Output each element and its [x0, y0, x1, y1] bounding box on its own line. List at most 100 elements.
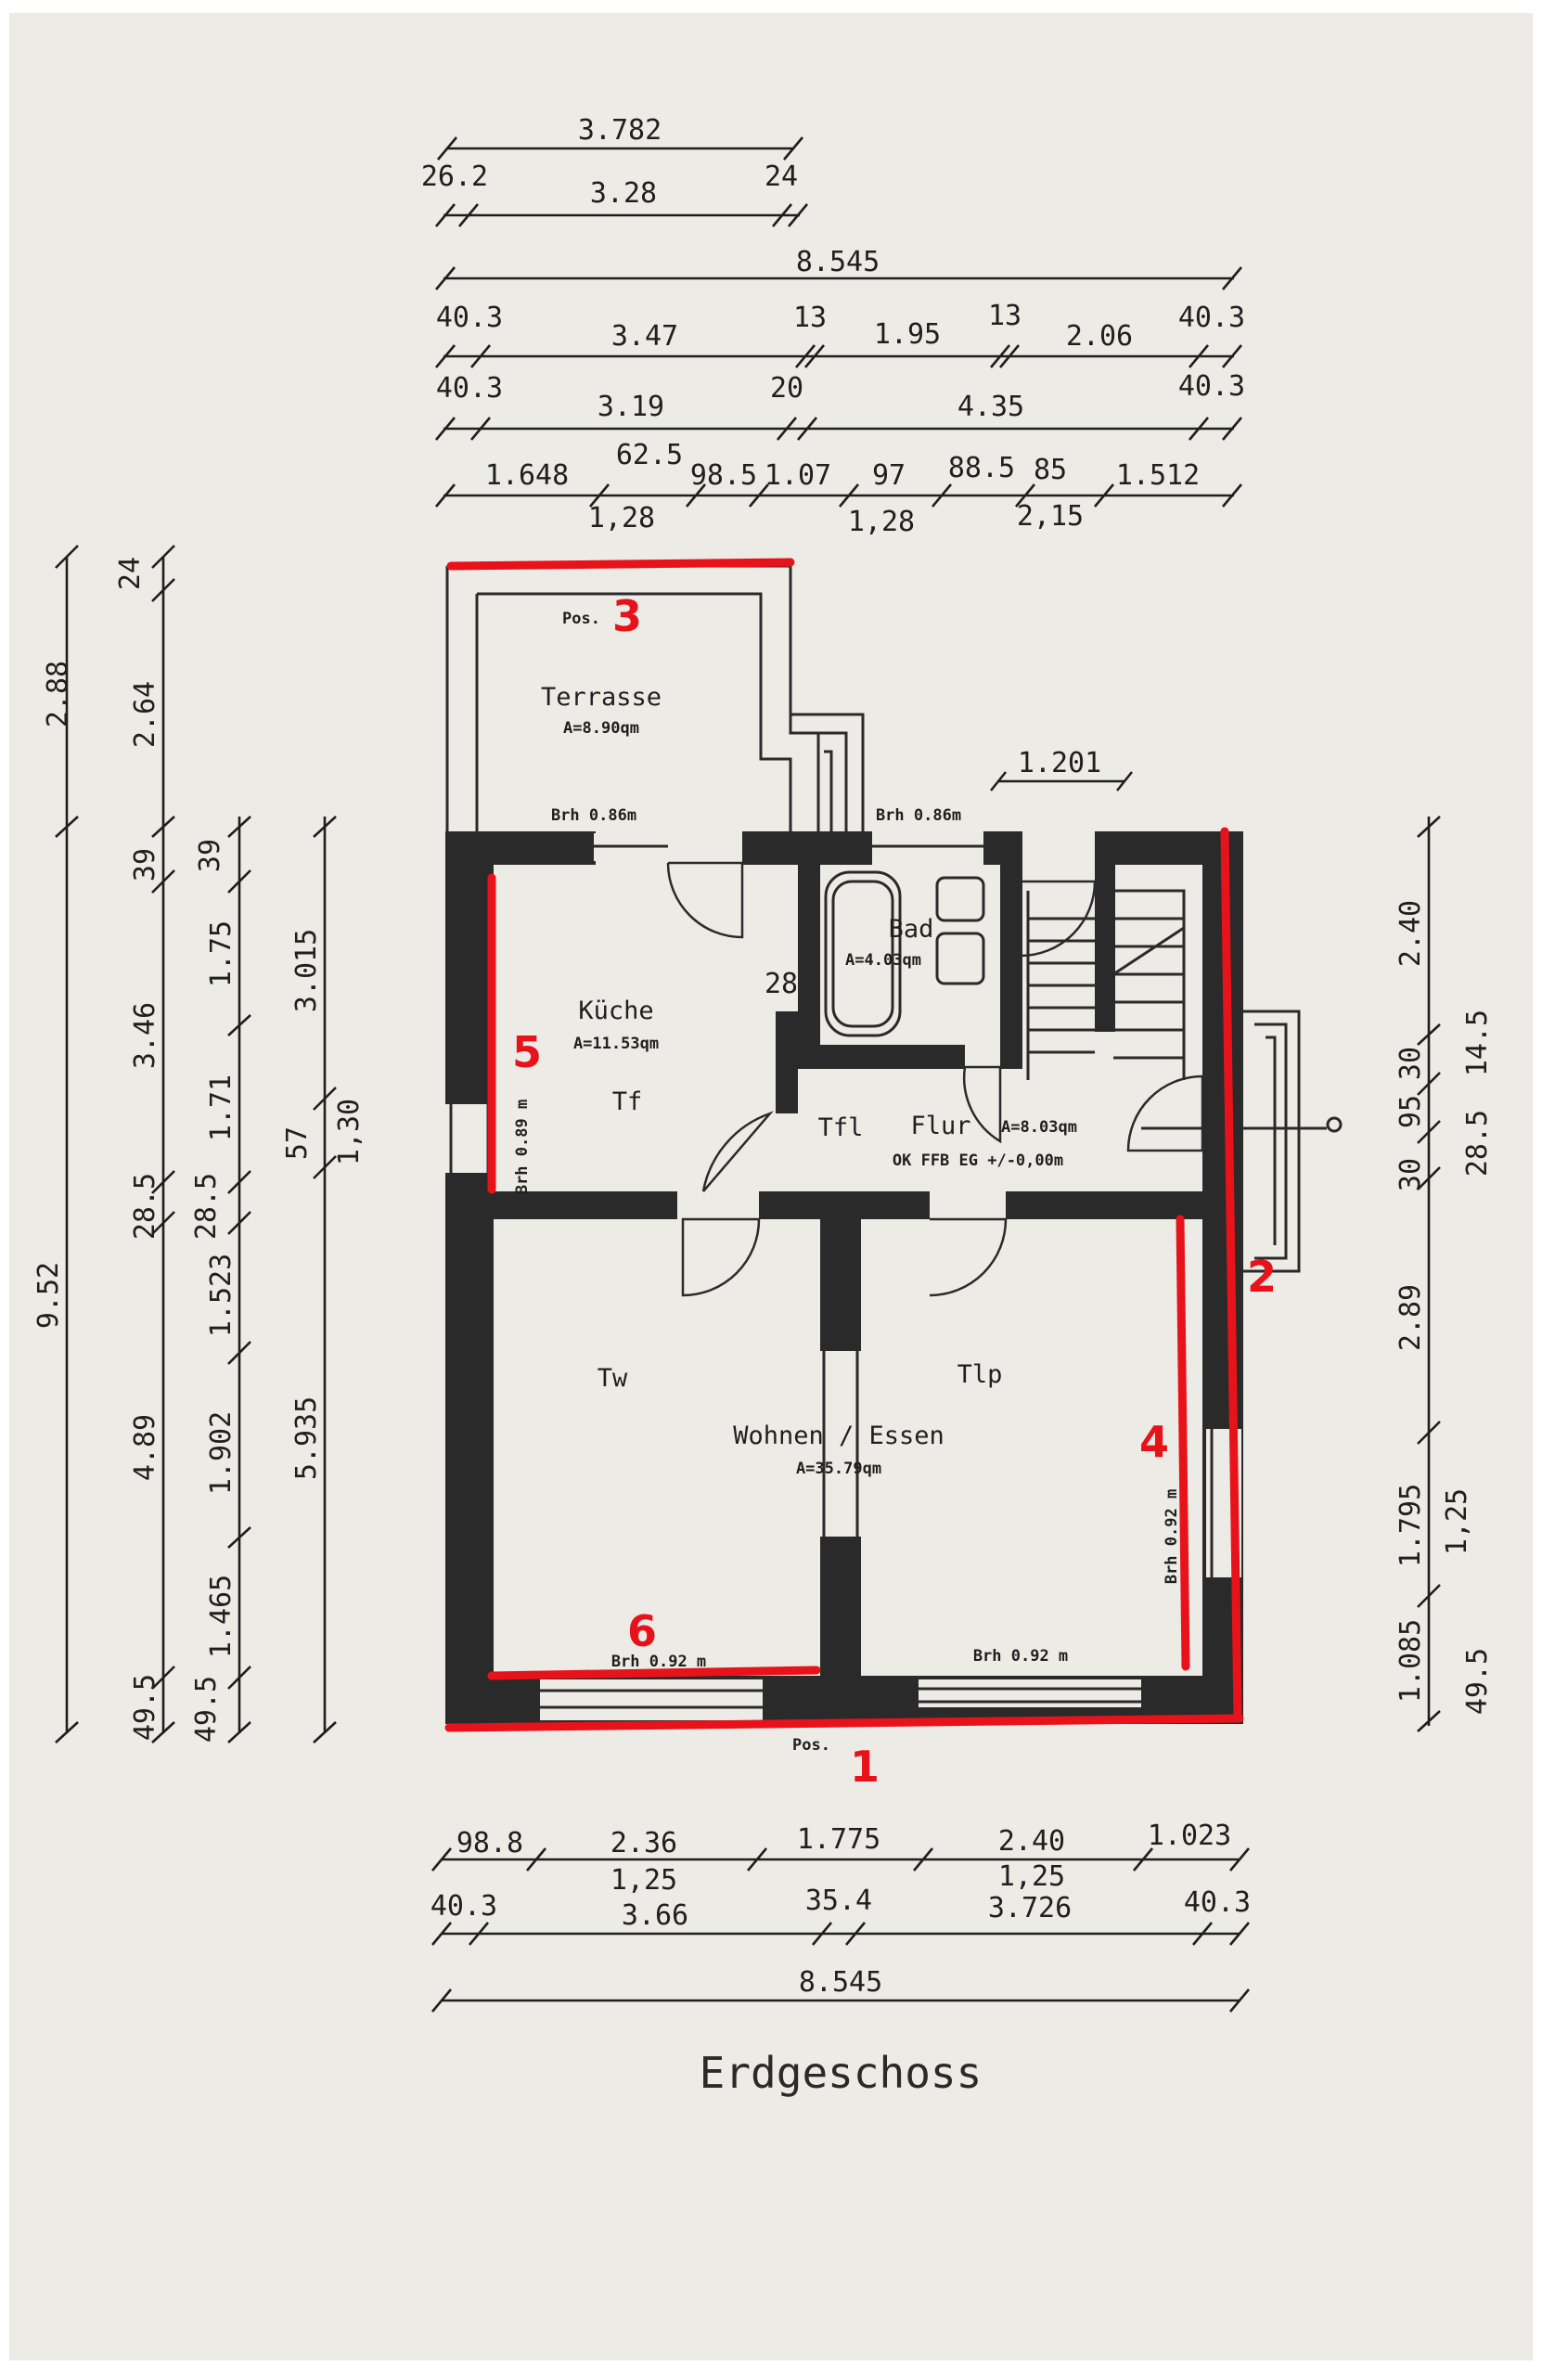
dim-bottom-1023: 1.023	[1148, 1820, 1231, 1852]
dim-top-1512: 1.512	[1116, 459, 1200, 492]
dim-bottom-1775: 1.775	[797, 1823, 880, 1856]
right-dimensions: 2.40 30 95 30 2.89 1.795 1,25 1.085 28.5…	[1394, 816, 1494, 1732]
dim-top-97: 97	[872, 459, 906, 492]
dim-top-8545: 8.545	[796, 246, 880, 278]
dim-top-262: 26.2	[421, 161, 488, 193]
dim-right-125: 1,25	[1441, 1488, 1473, 1555]
dim-left-285-b: 28.5	[190, 1173, 223, 1240]
dim-bottom-366: 3.66	[622, 1899, 688, 1932]
dim-top-206: 2.06	[1066, 320, 1133, 353]
dim-right-30-a: 30	[1394, 1047, 1427, 1080]
dim-left-130: 1,30	[333, 1099, 366, 1165]
dim-right-95: 95	[1394, 1095, 1427, 1128]
dim-right-30-b: 30	[1394, 1158, 1427, 1191]
dim-top-1648: 1.648	[485, 459, 569, 492]
terrace-area: A=8.90qm	[563, 719, 639, 738]
dim-bottom-125-a: 1,25	[610, 1864, 677, 1897]
kitchen-symbol: Tf	[612, 1087, 643, 1116]
dim-left-1523: 1.523	[205, 1254, 238, 1337]
stair-width-dim: 1.201	[1018, 747, 1101, 779]
dim-top-20: 20	[770, 372, 803, 405]
dim-left-346: 3.46	[129, 1002, 161, 1069]
dim-right-1085: 1.085	[1394, 1619, 1427, 1703]
bottom-dimensions: 98.8 2.36 1.775 2.40 1.023 1,25 1,25 40.…	[430, 1820, 1251, 2013]
dim-left-5935: 5.935	[290, 1396, 323, 1480]
paper-sheet	[9, 13, 1533, 2361]
dim-left-288: 2.88	[42, 661, 74, 727]
living-symbol-right: Tlp	[957, 1360, 1003, 1389]
dim-top-328: 3.28	[590, 177, 657, 210]
living-window-left: Brh 0.92 m	[611, 1653, 706, 1671]
living-symbol-left: Tw	[598, 1364, 628, 1393]
dim-left-3015: 3.015	[290, 929, 323, 1012]
dim-left-495-b: 49.5	[190, 1676, 223, 1743]
bathroom-fixtures	[824, 870, 985, 1037]
dim-left-171: 1.71	[205, 1074, 238, 1141]
dim-right-285: 28.5	[1461, 1110, 1494, 1177]
dim-right-289: 2.89	[1394, 1284, 1427, 1351]
dim-bottom-988: 98.8	[456, 1827, 523, 1859]
dim-left-39-b: 39	[194, 839, 226, 872]
dim-top-985: 98.5	[690, 459, 757, 492]
red-markers: 3 5 2 4 6 1	[444, 558, 1277, 1792]
dim-top-347: 3.47	[611, 320, 678, 353]
dim-bottom-354: 35.4	[805, 1885, 872, 1917]
marker-line-4	[1176, 1215, 1190, 1671]
dim-bottom-3726: 3.726	[988, 1892, 1072, 1924]
dim-right-145: 14.5	[1461, 1010, 1494, 1076]
dim-top-403-b: 40.3	[1178, 302, 1245, 334]
hall-symbol: Tfl	[818, 1113, 864, 1142]
dim-bottom-403-a: 40.3	[430, 1890, 497, 1923]
marker-label-4: 4	[1139, 1417, 1169, 1467]
dim-bottom-240: 2.40	[998, 1825, 1065, 1858]
dim-left-57: 57	[281, 1126, 314, 1160]
marker-label-3: 3	[612, 591, 642, 641]
marker-line-3	[446, 558, 795, 571]
left-dimensions: 9.52 2.88 24 2.64 39 3.46 28.5 4.89 49.5…	[32, 545, 366, 1743]
dim-top-319: 3.19	[598, 391, 664, 423]
living-window-side: Brh 0.92 m	[1163, 1489, 1181, 1584]
hall-area: A=8.03qm	[1001, 1118, 1077, 1137]
marker-line-6	[487, 1666, 821, 1680]
terrace-window-right: Brh 0.86m	[876, 806, 961, 825]
dim-bottom-125-b: 1,25	[998, 1860, 1065, 1893]
dim-top-107: 1.07	[765, 459, 831, 492]
dim-top-885: 88.5	[948, 452, 1015, 484]
marker-label-1: 1	[850, 1742, 880, 1792]
dim-top-403-c: 40.3	[436, 372, 503, 405]
dim-top-625: 62.5	[616, 439, 683, 471]
living-area: A=35.79qm	[796, 1460, 881, 1478]
kitchen-name: Küche	[578, 997, 653, 1025]
room-labels: Pos. Terrasse A=8.90qm Brh 0.86m Brh 0.8…	[513, 610, 1181, 1755]
dim-left-285-a: 28.5	[129, 1173, 161, 1240]
dim-bottom-236: 2.36	[610, 1827, 677, 1859]
dim-right-240: 2.40	[1394, 900, 1427, 967]
dim-top-195: 1.95	[874, 318, 941, 351]
hall-name: Flur	[910, 1112, 970, 1140]
dim-top-435: 4.35	[957, 391, 1024, 423]
dim-bottom-8545: 8.545	[799, 1966, 882, 1999]
dim-left-175: 1.75	[205, 920, 238, 987]
dim-left-1465: 1.465	[205, 1575, 238, 1658]
top-dimensions: 3.782 26.2 3.28 24 8.545 40.3 3.47 13 1.…	[421, 114, 1245, 538]
marker-line-2	[1220, 827, 1242, 1723]
marker-line-1	[444, 1714, 1244, 1732]
hall-level: OK FFB EG +/-0,00m	[893, 1151, 1063, 1170]
living-window-right: Brh 0.92 m	[973, 1647, 1068, 1666]
dim-right-495: 49.5	[1461, 1648, 1494, 1715]
dim-top-85: 85	[1034, 454, 1067, 486]
door-swings	[666, 861, 1204, 1297]
dim-top-13-b: 13	[988, 300, 1022, 332]
entrance-pos-label: Pos.	[792, 1736, 830, 1755]
dim-left-489: 4.89	[129, 1414, 161, 1481]
marker-label-6: 6	[627, 1606, 657, 1656]
terrace-name: Terrasse	[541, 683, 662, 712]
dim-bottom-403-b: 40.3	[1184, 1886, 1251, 1919]
marker-label-5: 5	[512, 1027, 542, 1077]
bath-wall-dim: 28	[765, 968, 798, 1000]
bath-name: Bad	[889, 915, 934, 944]
dim-top-403-d: 40.3	[1178, 370, 1245, 403]
dim-top-403-a: 40.3	[436, 302, 503, 334]
living-name: Wohnen / Essen	[733, 1422, 944, 1450]
